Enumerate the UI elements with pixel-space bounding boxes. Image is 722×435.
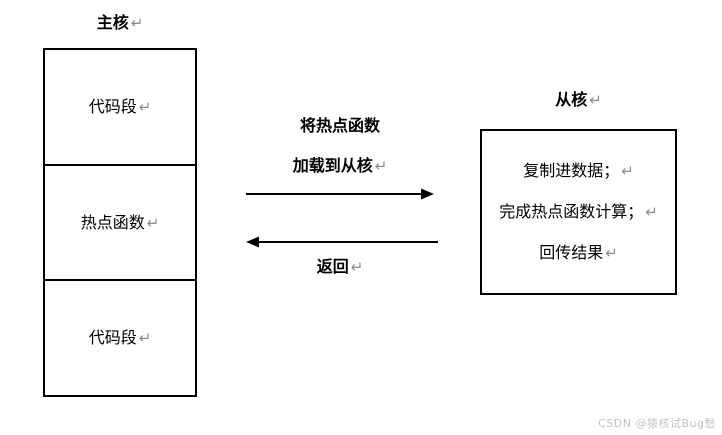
return-mark-icon: ↵ <box>130 14 144 32</box>
slave-step-label: 复制进数据； <box>523 161 620 180</box>
main-core-title-text: 主核 <box>96 13 129 32</box>
main-core-title: 主核↵ <box>43 12 197 34</box>
return-mark-icon: ↵ <box>138 97 152 116</box>
return-mark-icon: ↵ <box>645 203 658 221</box>
return-mark-icon: ↵ <box>605 244 618 262</box>
back-arrow-label-text: 返回 <box>316 257 349 276</box>
return-mark-icon: ↵ <box>589 91 602 109</box>
forward-arrow-label-text1: 将热点函数 <box>299 116 380 135</box>
segment-label: 代码段 <box>88 96 137 116</box>
return-mark-icon: ↵ <box>138 329 152 348</box>
slave-core-title-text: 从核 <box>555 90 588 109</box>
slave-step-label: 完成热点函数计算； <box>499 202 644 221</box>
return-mark-icon: ↵ <box>621 162 634 180</box>
segment-label: 代码段 <box>88 328 137 348</box>
back-arrow-label: 返回↵ <box>246 257 434 277</box>
slave-step-compute: 完成热点函数计算；↵ <box>499 202 658 222</box>
forward-arrow-label-text2: 加载到从核 <box>292 156 373 175</box>
forward-arrow <box>246 188 434 200</box>
main-core-box: 代码段↵ 热点函数↵ 代码段↵ <box>43 48 197 397</box>
return-mark-icon: ↵ <box>350 258 364 276</box>
slave-core-box: 复制进数据；↵ 完成热点函数计算；↵ 回传结果↵ <box>480 129 677 295</box>
segment-hot-function: 热点函数↵ <box>45 163 195 280</box>
csdn-watermark: CSDN @猿核试Bug愁 <box>598 417 716 430</box>
back-arrow <box>246 236 438 248</box>
segment-code-top: 代码段↵ <box>45 50 195 164</box>
slave-step-copy-data: 复制进数据；↵ <box>523 161 634 181</box>
segment-label: 热点函数 <box>80 212 145 232</box>
return-mark-icon: ↵ <box>146 213 160 232</box>
forward-arrow-label-line1: 将热点函数 <box>246 116 434 136</box>
slave-core-title: 从核↵ <box>480 89 677 111</box>
segment-code-bottom: 代码段↵ <box>45 279 195 395</box>
return-mark-icon: ↵ <box>374 157 388 175</box>
slave-step-label: 回传结果 <box>539 243 604 262</box>
slave-step-return-result: 回传结果↵ <box>539 243 618 263</box>
forward-arrow-label-line2: 加载到从核↵ <box>246 156 434 176</box>
